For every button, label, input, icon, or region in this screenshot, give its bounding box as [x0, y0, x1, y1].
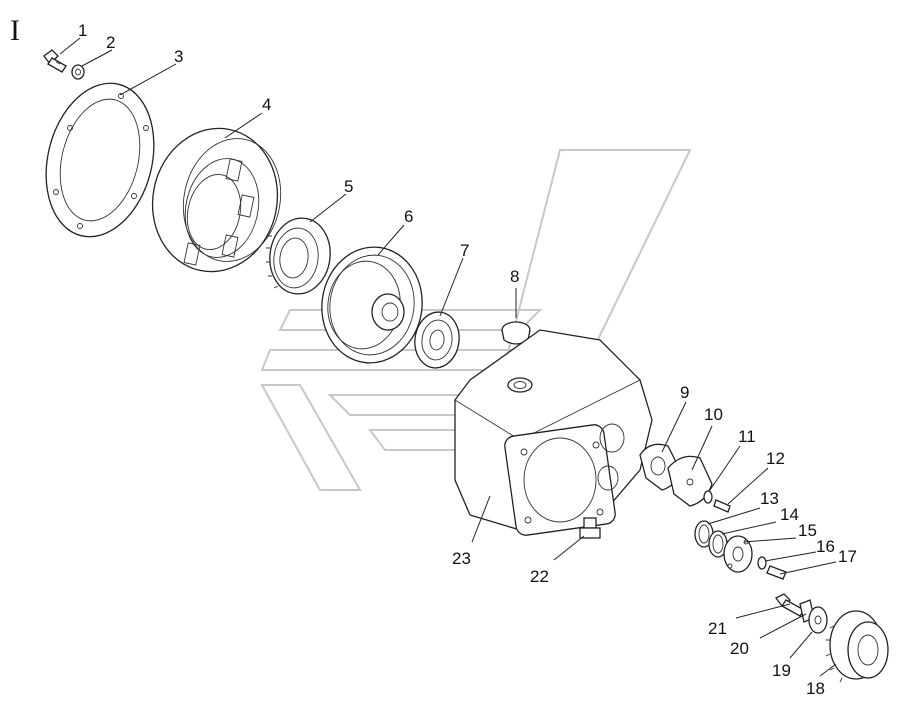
callout-labels: 1 2 3 4 5 6 7 8 9 10 11 12 13 14 15 16 1…: [78, 21, 857, 698]
part-21-bolt: [775, 593, 805, 617]
leader-13: [707, 507, 761, 525]
part-5-spline-gear: [266, 217, 331, 295]
leader-16: [764, 551, 817, 562]
callout-1: 1: [78, 21, 87, 40]
callout-4: 4: [262, 95, 271, 114]
callout-20: 20: [730, 639, 749, 658]
part-23-housing: [454, 329, 653, 536]
part-7-bearing: [414, 311, 460, 369]
leader-18: [819, 663, 837, 677]
callout-17: 17: [838, 547, 857, 566]
leader-19: [789, 631, 813, 659]
callout-8: 8: [510, 267, 519, 286]
leader-7: [439, 257, 464, 317]
callout-14: 14: [780, 505, 799, 524]
callout-7: 7: [460, 241, 469, 260]
part-11-washer: [703, 490, 713, 504]
part-12-screw: [713, 499, 731, 513]
part-15-flange: [723, 535, 753, 573]
callout-3: 3: [174, 47, 183, 66]
callout-15: 15: [798, 521, 817, 540]
callout-6: 6: [404, 207, 413, 226]
leader-21: [735, 603, 791, 619]
callout-23: 23: [452, 549, 471, 568]
part-3-gasket: [45, 82, 155, 238]
leader-15: [743, 537, 797, 543]
part-17-bolt: [766, 565, 787, 580]
callout-21: 21: [708, 619, 727, 638]
callout-13: 13: [760, 489, 779, 508]
leader-20: [759, 613, 807, 639]
leader-22: [553, 535, 585, 561]
leader-1: [59, 37, 81, 55]
leader-2: [81, 49, 113, 67]
leader-17: [779, 561, 837, 575]
callout-2: 2: [106, 33, 115, 52]
leader-9: [661, 401, 687, 453]
leader-14: [721, 521, 777, 535]
leader-lines: [59, 37, 837, 677]
part-16-washer: [757, 556, 767, 570]
leader-10: [691, 425, 713, 471]
leader-5: [309, 193, 347, 223]
leader-23: [471, 495, 491, 543]
callout-16: 16: [816, 537, 835, 556]
leader-11: [709, 445, 741, 491]
callout-9: 9: [680, 383, 689, 402]
leader-6: [377, 224, 405, 256]
leader-4: [224, 112, 263, 139]
callout-12: 12: [766, 449, 785, 468]
part-22-drain-plug: [579, 517, 601, 539]
part-8-plug-cap: [501, 321, 531, 345]
part-19-washer: [808, 606, 828, 634]
part-6-large-gear: [321, 246, 423, 364]
callout-22: 22: [530, 567, 549, 586]
leader-12: [727, 467, 769, 505]
callout-5: 5: [344, 177, 353, 196]
part-18-gear: [825, 610, 889, 683]
callout-18: 18: [806, 679, 825, 698]
callout-11: 11: [738, 427, 756, 446]
callout-19: 19: [772, 661, 791, 680]
callout-10: 10: [704, 405, 723, 424]
part-4-roller-bearing: [151, 127, 282, 273]
part-2-nut: [71, 64, 85, 80]
leader-3: [119, 63, 177, 96]
part-1-bolt: [43, 49, 67, 73]
view-label: I: [10, 14, 20, 47]
part-10-cover: [667, 455, 713, 507]
